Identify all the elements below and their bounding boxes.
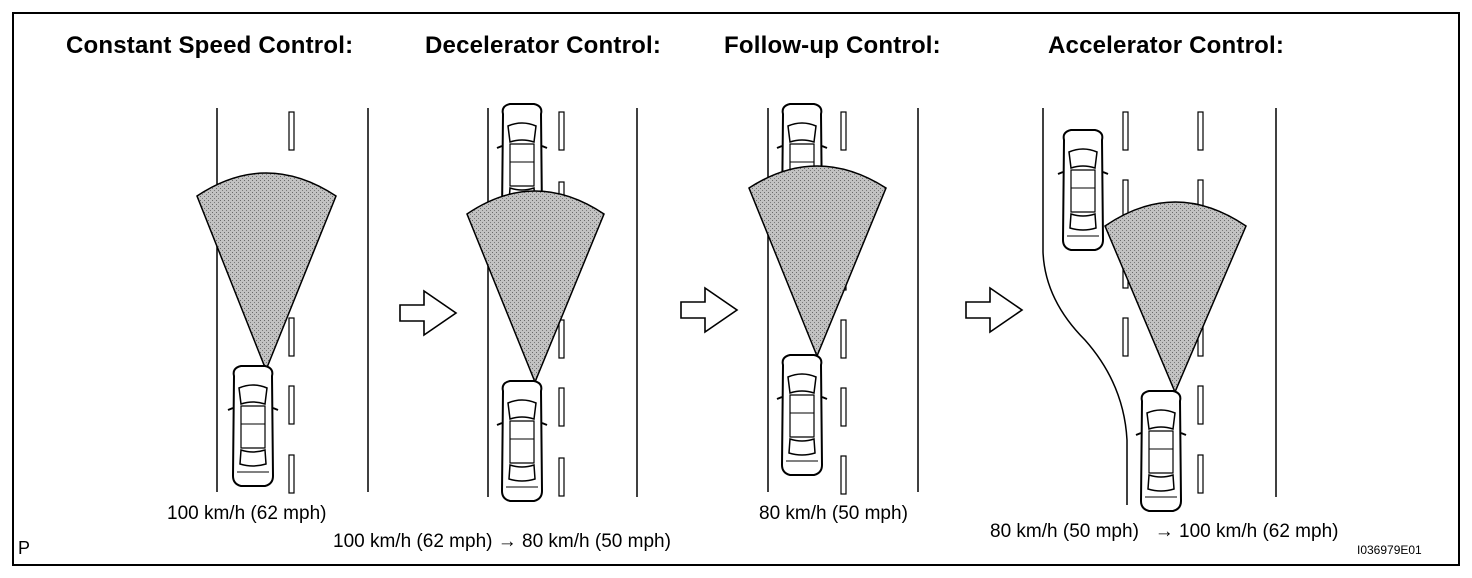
arrow-right-icon — [965, 287, 1023, 333]
preceding-vehicle-icon — [1057, 129, 1109, 251]
speed-label-decelerator: 100 km/h (62 mph) → 80 km/h (50 mph) — [333, 531, 671, 552]
speed-label-constant: 100 km/h (62 mph) — [167, 503, 327, 524]
figure-id: I036979E01 — [1357, 543, 1422, 557]
own-vehicle-icon — [227, 365, 279, 487]
figure-frame — [12, 12, 1460, 566]
panel-accelerator — [1042, 108, 1277, 512]
lane-merge-edge — [1042, 108, 1128, 505]
radar-beam — [1104, 201, 1247, 394]
radar-beam — [466, 190, 605, 384]
own-vehicle-icon — [1135, 390, 1187, 512]
arrow-right-icon — [399, 290, 457, 336]
radar-beam — [748, 165, 887, 358]
speed-label-follow-up: 80 km/h (50 mph) — [759, 503, 908, 524]
radar-beam — [196, 172, 337, 373]
panel-decelerator — [466, 103, 638, 502]
panel-title-accelerator: Accelerator Control: — [1048, 32, 1285, 59]
own-vehicle-icon — [496, 380, 548, 502]
panel-title-constant-speed: Constant Speed Control: — [66, 32, 354, 59]
panel-title-decelerator: Decelerator Control: — [425, 32, 662, 59]
panel-constant-speed — [196, 108, 369, 494]
panel-follow-up — [748, 103, 919, 495]
own-vehicle-icon — [776, 354, 828, 476]
arrow-right-icon — [680, 287, 738, 333]
panel-title-follow-up: Follow-up Control: — [724, 32, 941, 59]
corner-label: P — [18, 538, 31, 558]
speed-label-accelerator: 80 km/h (50 mph) → 100 km/h (62 mph) — [990, 521, 1339, 542]
